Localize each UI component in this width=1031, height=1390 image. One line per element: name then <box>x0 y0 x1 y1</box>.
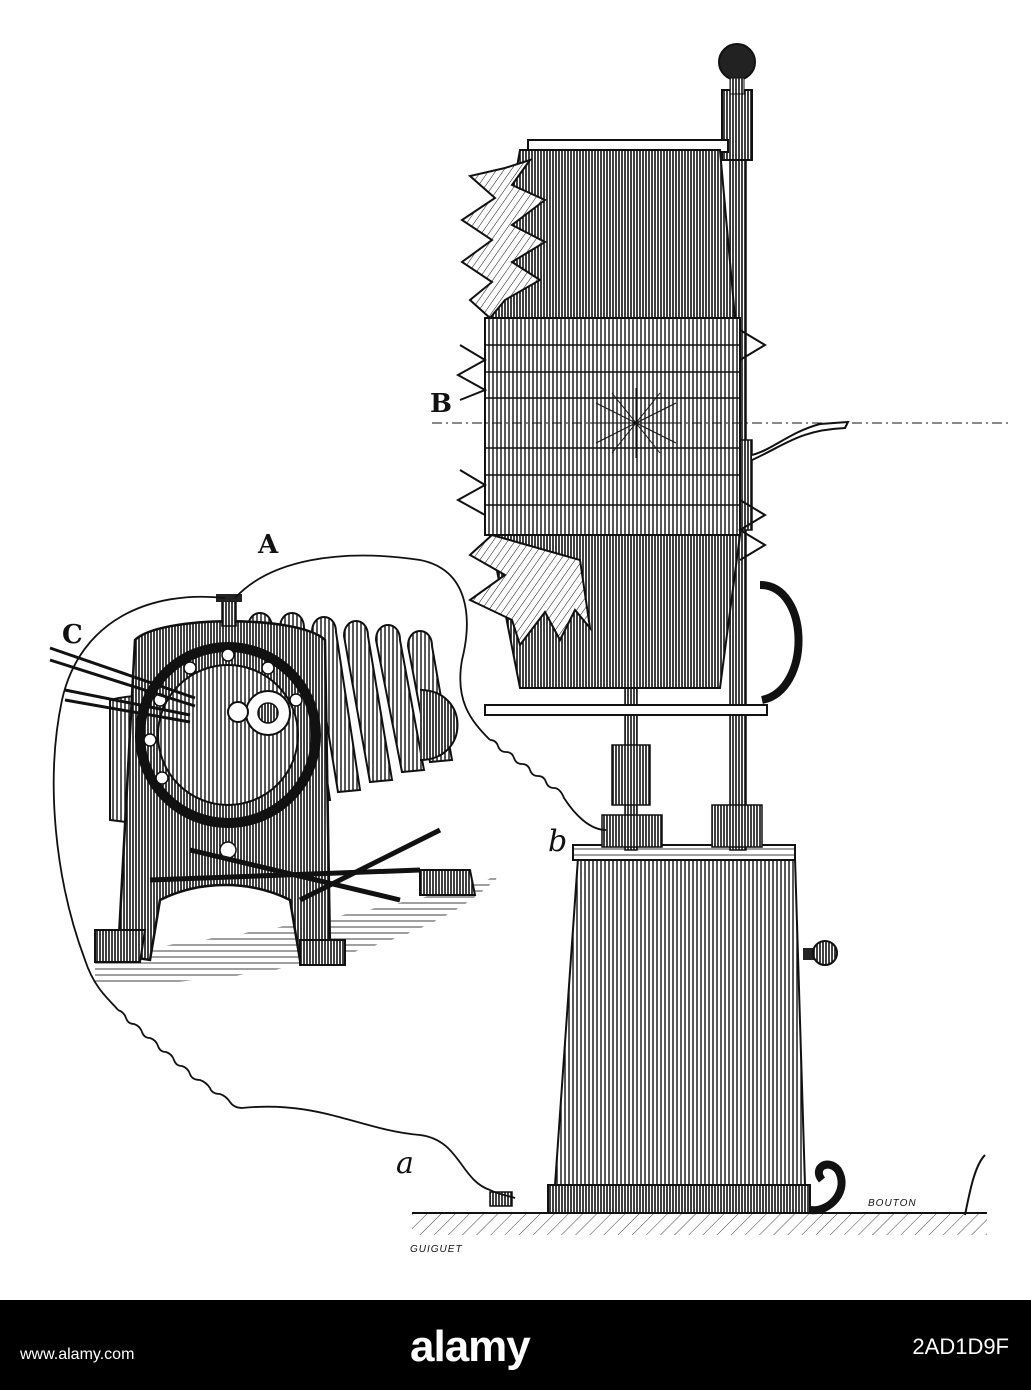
magneto-machine <box>49 594 500 985</box>
label-b: b <box>548 824 567 859</box>
label-C: C <box>62 620 83 650</box>
stock-watermark-bar: alamy www.alamy.com 2AD1D9F <box>0 1300 1031 1390</box>
fresnel-lens <box>432 139 1010 716</box>
connecting-wires <box>52 554 607 1199</box>
engraving-illustration: A B C a b BOUTON GUIGUET <box>49 43 1010 1255</box>
bouton-lever <box>964 1154 986 1216</box>
figure-labels: A B C a b BOUTON GUIGUET <box>62 389 917 1255</box>
label-A: A <box>257 530 279 560</box>
arc-light-rays <box>590 388 682 458</box>
label-B: B <box>430 389 452 419</box>
engraver-signature: GUIGUET <box>410 1244 463 1255</box>
base-floor <box>412 1212 987 1235</box>
alamy-logo: alamy <box>410 1322 531 1371</box>
image-id: 2AD1D9F <box>912 1334 1009 1359</box>
label-a: a <box>396 1146 414 1181</box>
alamy-url: www.alamy.com <box>20 1346 135 1363</box>
lamp-pedestal <box>489 844 846 1215</box>
label-bouton: BOUTON <box>868 1198 917 1209</box>
